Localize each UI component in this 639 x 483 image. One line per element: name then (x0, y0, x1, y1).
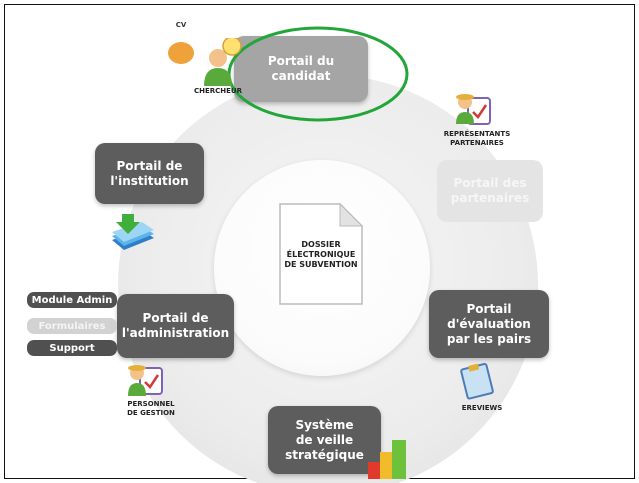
document-icon (279, 202, 364, 305)
clipboard-icon (460, 362, 494, 400)
cv-badge-label: CV (175, 21, 187, 29)
representative-badge-icon (456, 94, 491, 125)
support-button[interactable]: Support (27, 340, 117, 356)
module-admin-button[interactable]: Module Admin (27, 292, 117, 308)
person-cv-icon (168, 38, 242, 86)
download-books-icon (112, 214, 154, 250)
manager-badge-icon (128, 365, 163, 396)
ereviews-label: EREVIEWS (461, 404, 503, 412)
formulaires-button[interactable]: Formulaires (27, 318, 117, 334)
chercheur-label: CHERCHEUR (193, 87, 243, 95)
bar-blocks-icon (368, 440, 406, 479)
